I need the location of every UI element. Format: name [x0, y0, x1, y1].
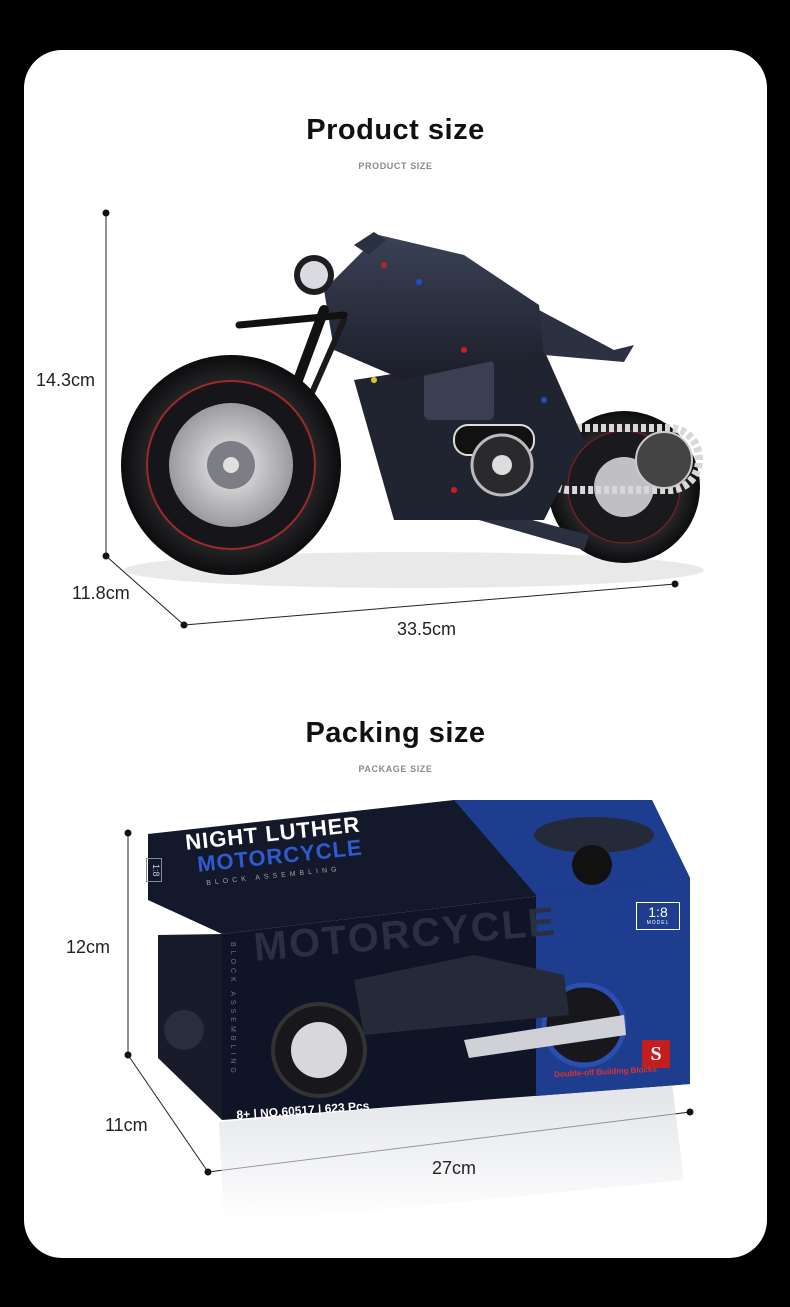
product-height-label: 14.3cm — [36, 370, 96, 390]
packing-length-label: 27cm — [432, 1158, 477, 1178]
box-scale-badge: 1:8 MODEL — [636, 902, 680, 930]
brand-logo: S — [650, 1043, 662, 1065]
packing-size-subtitle: PACKAGE SIZE — [358, 764, 433, 774]
product-card: Product size PRODUCT SIZE — [24, 50, 767, 1258]
box-side-scale: 1:8 — [146, 858, 162, 882]
packing-height-label: 12cm — [66, 937, 111, 957]
product-depth-label: 11.8cm — [72, 583, 130, 603]
packing-size-title: Packing size — [305, 717, 486, 749]
product-size-subtitle: PRODUCT SIZE — [358, 161, 433, 171]
motorcycle-image — [121, 232, 704, 588]
packing-depth-label: 11cm — [105, 1115, 148, 1135]
package-box-image — [148, 800, 690, 1225]
product-length-label: 33.5cm — [397, 619, 457, 639]
box-side-text: BLOCK ASSEMBLING — [229, 942, 236, 1077]
product-size-title: Product size — [306, 114, 485, 146]
